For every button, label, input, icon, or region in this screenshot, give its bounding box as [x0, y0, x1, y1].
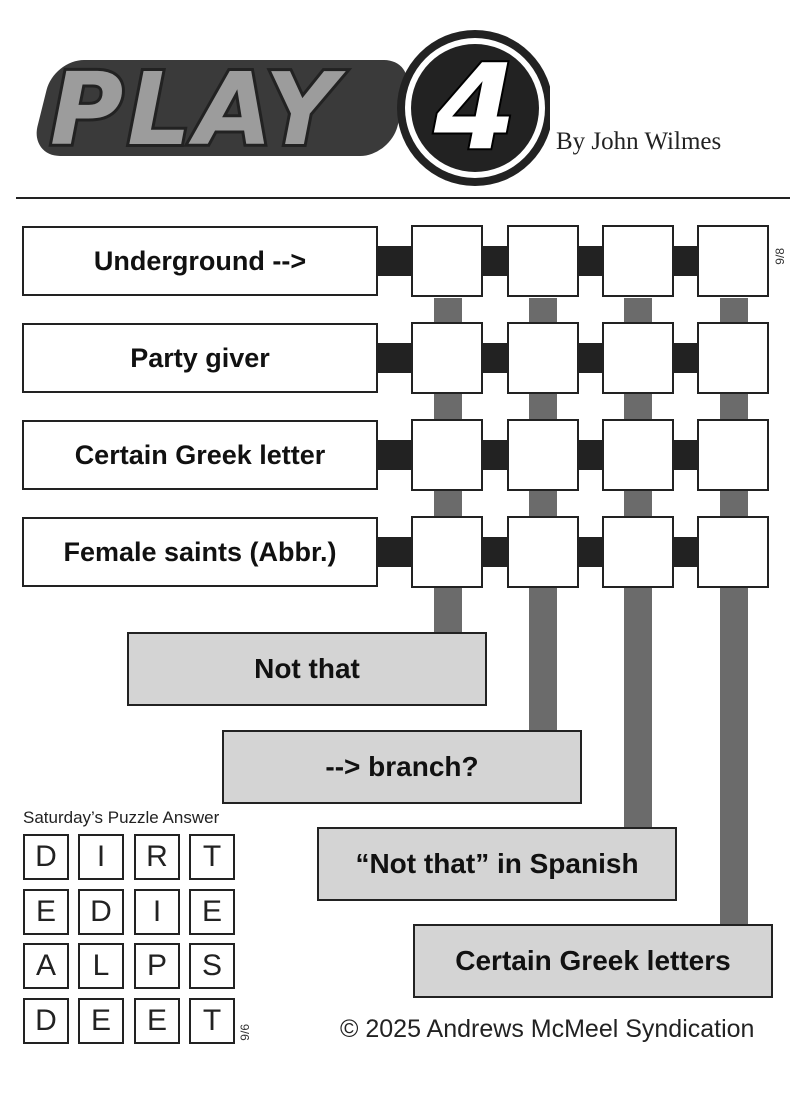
answer-cell: E [134, 998, 180, 1044]
answer-title: Saturday’s Puzzle Answer [23, 808, 220, 827]
answer-cell: S [189, 943, 235, 989]
answer-cell: A [23, 943, 69, 989]
answer-date-label: 9/6 [238, 1024, 252, 1041]
grid-cell[interactable] [411, 322, 483, 394]
grid-cell[interactable] [602, 419, 674, 491]
logo-text: PLAY [50, 51, 346, 168]
answer-cell: I [134, 889, 180, 935]
column-clue-1: Not that [127, 632, 487, 706]
grid-cell[interactable] [697, 225, 769, 297]
grid-cell[interactable] [507, 322, 579, 394]
logo-digit: 4 [433, 38, 516, 176]
column-clue-2: --> branch? [222, 730, 582, 804]
puzzle-date-label: 9/8 [773, 248, 787, 265]
column-clue-3: “Not that” in Spanish [317, 827, 677, 901]
row-clue-3: Certain Greek letter [22, 420, 378, 490]
row-clue-4: Female saints (Abbr.) [22, 517, 378, 587]
answer-cell: E [189, 889, 235, 935]
grid-cell[interactable] [602, 516, 674, 588]
grid-cell[interactable] [411, 225, 483, 297]
answer-cell: I [78, 834, 124, 880]
answer-cell: E [78, 998, 124, 1044]
answer-cell: E [23, 889, 69, 935]
answer-cell: D [23, 834, 69, 880]
grid-cell[interactable] [602, 225, 674, 297]
answer-cell: D [78, 889, 124, 935]
copyright: © 2025 Andrews McMeel Syndication [340, 1015, 755, 1043]
byline: By John Wilmes [556, 128, 722, 155]
answer-cell: R [134, 834, 180, 880]
answer-cell: L [78, 943, 124, 989]
answer-cell: T [189, 834, 235, 880]
grid-cell[interactable] [411, 419, 483, 491]
column-connector-4 [720, 298, 748, 926]
grid-cell[interactable] [697, 516, 769, 588]
grid-cell[interactable] [507, 516, 579, 588]
grid-cell[interactable] [507, 419, 579, 491]
grid-cell[interactable] [507, 225, 579, 297]
row-clue-1: Underground --> [22, 226, 378, 296]
grid-cell[interactable] [697, 322, 769, 394]
grid-cell[interactable] [411, 516, 483, 588]
header-divider [16, 197, 790, 199]
column-clue-4: Certain Greek letters [413, 924, 773, 998]
row-clue-2: Party giver [22, 323, 378, 393]
grid-cell[interactable] [602, 322, 674, 394]
answer-cell: T [189, 998, 235, 1044]
grid-cell[interactable] [697, 419, 769, 491]
answer-cell: P [134, 943, 180, 989]
play4-logo: PLAY 4 [36, 30, 550, 186]
answer-cell: D [23, 998, 69, 1044]
